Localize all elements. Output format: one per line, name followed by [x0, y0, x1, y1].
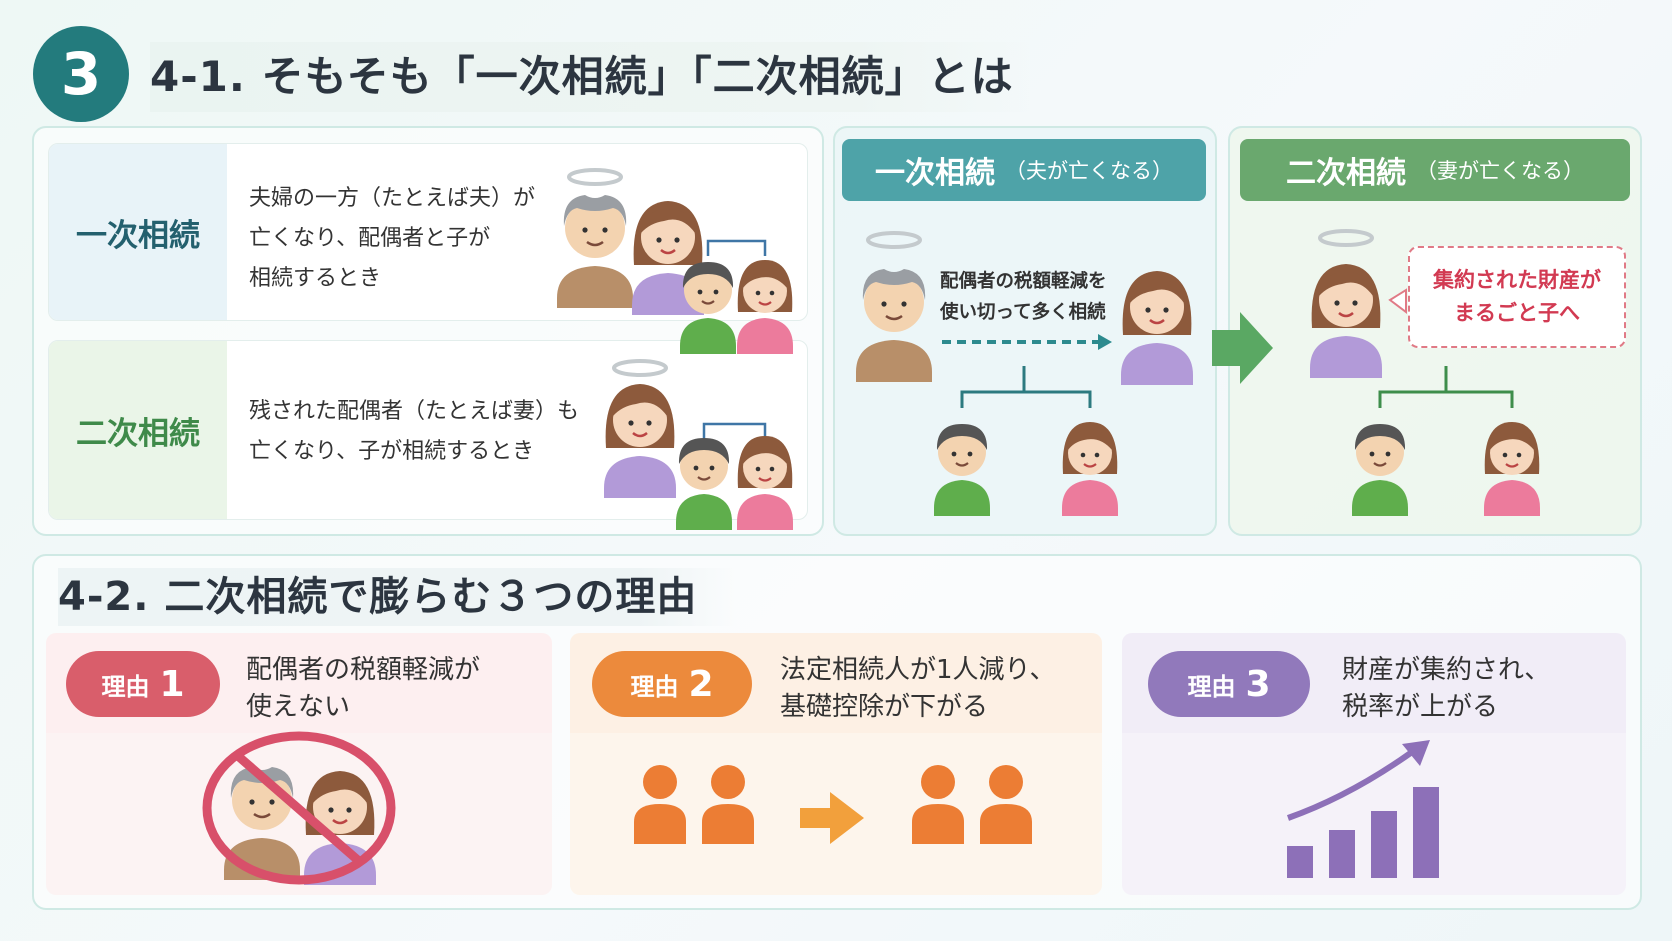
grandpa-icon [555, 193, 635, 310]
reason-pill-1: 理由 1 [66, 651, 220, 717]
definition-secondary-label: 二次相続 [49, 341, 227, 519]
secondary-inheritance-header: 二次相続 （妻が亡くなる） [1240, 139, 1630, 201]
girl-icon [735, 434, 795, 532]
family-line [702, 422, 767, 442]
secondary-header-title: 二次相続 [1286, 156, 1406, 191]
secondary-header-subtitle: （妻が亡くなる） [1416, 159, 1584, 183]
section-number-badge: 3 [33, 26, 129, 122]
primary-note-line1: 配偶者の税額軽減を [940, 271, 1107, 292]
people-icon [912, 765, 964, 844]
trend-arrow-head [1402, 740, 1430, 766]
people-icon [702, 765, 754, 844]
growth-bar [1371, 811, 1397, 878]
bar-growth-icon [1286, 740, 1439, 878]
no-sign-icon [202, 731, 396, 885]
definition-secondary-line1: 残された配偶者（たとえば妻）も [249, 399, 580, 424]
girl-icon [1482, 420, 1542, 518]
reason-pill-1-label: 理由 [101, 672, 150, 701]
growth-bar [1329, 830, 1355, 878]
boy-icon [674, 436, 734, 532]
secondary-family [1308, 229, 1542, 518]
girl-icon [1060, 420, 1120, 518]
arrow-icon [1212, 312, 1273, 384]
growth-bar [1287, 846, 1313, 878]
reason-text-3-line2: 税率が上がる [1342, 692, 1499, 722]
primary-inheritance-header: 一次相続 （夫が亡くなる） [842, 139, 1206, 201]
primary-note-line2: 使い切って多く相続 [940, 302, 1106, 323]
reason-1-illustration [202, 731, 396, 887]
secondary-callout-line2: まるごと子へ [1454, 301, 1580, 325]
reason-pill-2-label: 理由 [630, 672, 679, 701]
reason-2-illustration [634, 765, 1032, 844]
reason-text-3: 財産が集約され、 税率が上がる [1342, 652, 1550, 726]
definition-secondary-family [602, 359, 795, 532]
primary-note: 配偶者の税額軽減を 使い切って多く相続 [940, 266, 1130, 328]
definition-primary-line2: 亡くなり、配偶者と子が [249, 226, 491, 251]
definition-primary-family [555, 168, 795, 356]
secondary-callout-line1: 集約された財産が [1433, 268, 1601, 292]
mother-icon [1119, 269, 1195, 387]
transfer-arrow-icon [1098, 334, 1112, 350]
reason-pill-1-number: 1 [159, 663, 185, 705]
reason-text-1-line1: 配偶者の税額軽減が [246, 655, 481, 685]
reason-text-3-line1: 財産が集約され、 [1342, 655, 1551, 685]
primary-family [854, 231, 1195, 518]
mother-icon [602, 382, 678, 500]
reason-text-1-line2: 使えない [246, 692, 351, 722]
definition-primary-line1: 夫婦の一方（たとえば夫）が [249, 186, 536, 211]
family-line [960, 366, 1092, 408]
boy-icon [932, 422, 992, 518]
section-title-4-2: 4-2. 二次相続で膨らむ３つの理由 [58, 568, 738, 626]
reason-pill-3-number: 3 [1245, 663, 1271, 705]
boy-icon [1350, 422, 1410, 518]
definition-primary-label: 一次相続 [49, 144, 227, 320]
reason-pill-3-label: 理由 [1187, 672, 1236, 701]
reason-text-2: 法定相続人が1人減り、 基礎控除が下がる [780, 652, 1056, 726]
definition-secondary-line2: 亡くなり、子が相続するとき [249, 439, 535, 464]
people-icon [980, 765, 1032, 844]
halo-icon [1318, 229, 1374, 247]
halo-icon [866, 231, 922, 249]
reason-pill-2: 理由 2 [592, 651, 752, 717]
trend-arrow-line [1286, 749, 1414, 821]
family-line [706, 239, 767, 256]
secondary-callout: 集約された財産が まるごと子へ [1408, 246, 1626, 348]
callout-pointer [1388, 288, 1407, 314]
no-sign-slash [235, 752, 363, 866]
halo-icon [567, 168, 623, 186]
reason-pill-3: 理由 3 [1148, 651, 1310, 717]
grandpa-icon [854, 267, 934, 384]
halo-icon [612, 359, 668, 377]
definition-primary-line3: 相続するとき [249, 266, 382, 291]
growth-bar [1413, 787, 1439, 878]
people-icon [634, 765, 686, 844]
primary-header-subtitle: （夫が亡くなる） [1005, 159, 1173, 183]
family-line [1378, 366, 1514, 408]
definition-secondary: 二次相続 残された配偶者（たとえば妻）も 亡くなり、子が相続するとき [48, 340, 808, 520]
reason-pill-2-number: 2 [688, 663, 714, 705]
reason-text-1: 配偶者の税額軽減が 使えない [246, 652, 480, 726]
arrow-icon [800, 792, 864, 844]
section-title-4-1: 4-1. そもそも「一次相続」「二次相続」とは [150, 42, 1030, 112]
primary-header-title: 一次相続 [875, 156, 995, 191]
mother-icon [1308, 262, 1384, 380]
reason-text-2-line2: 基礎控除が下がる [780, 692, 989, 722]
girl-icon [735, 258, 795, 356]
reason-text-2-line1: 法定相続人が1人減り、 [780, 655, 1056, 685]
